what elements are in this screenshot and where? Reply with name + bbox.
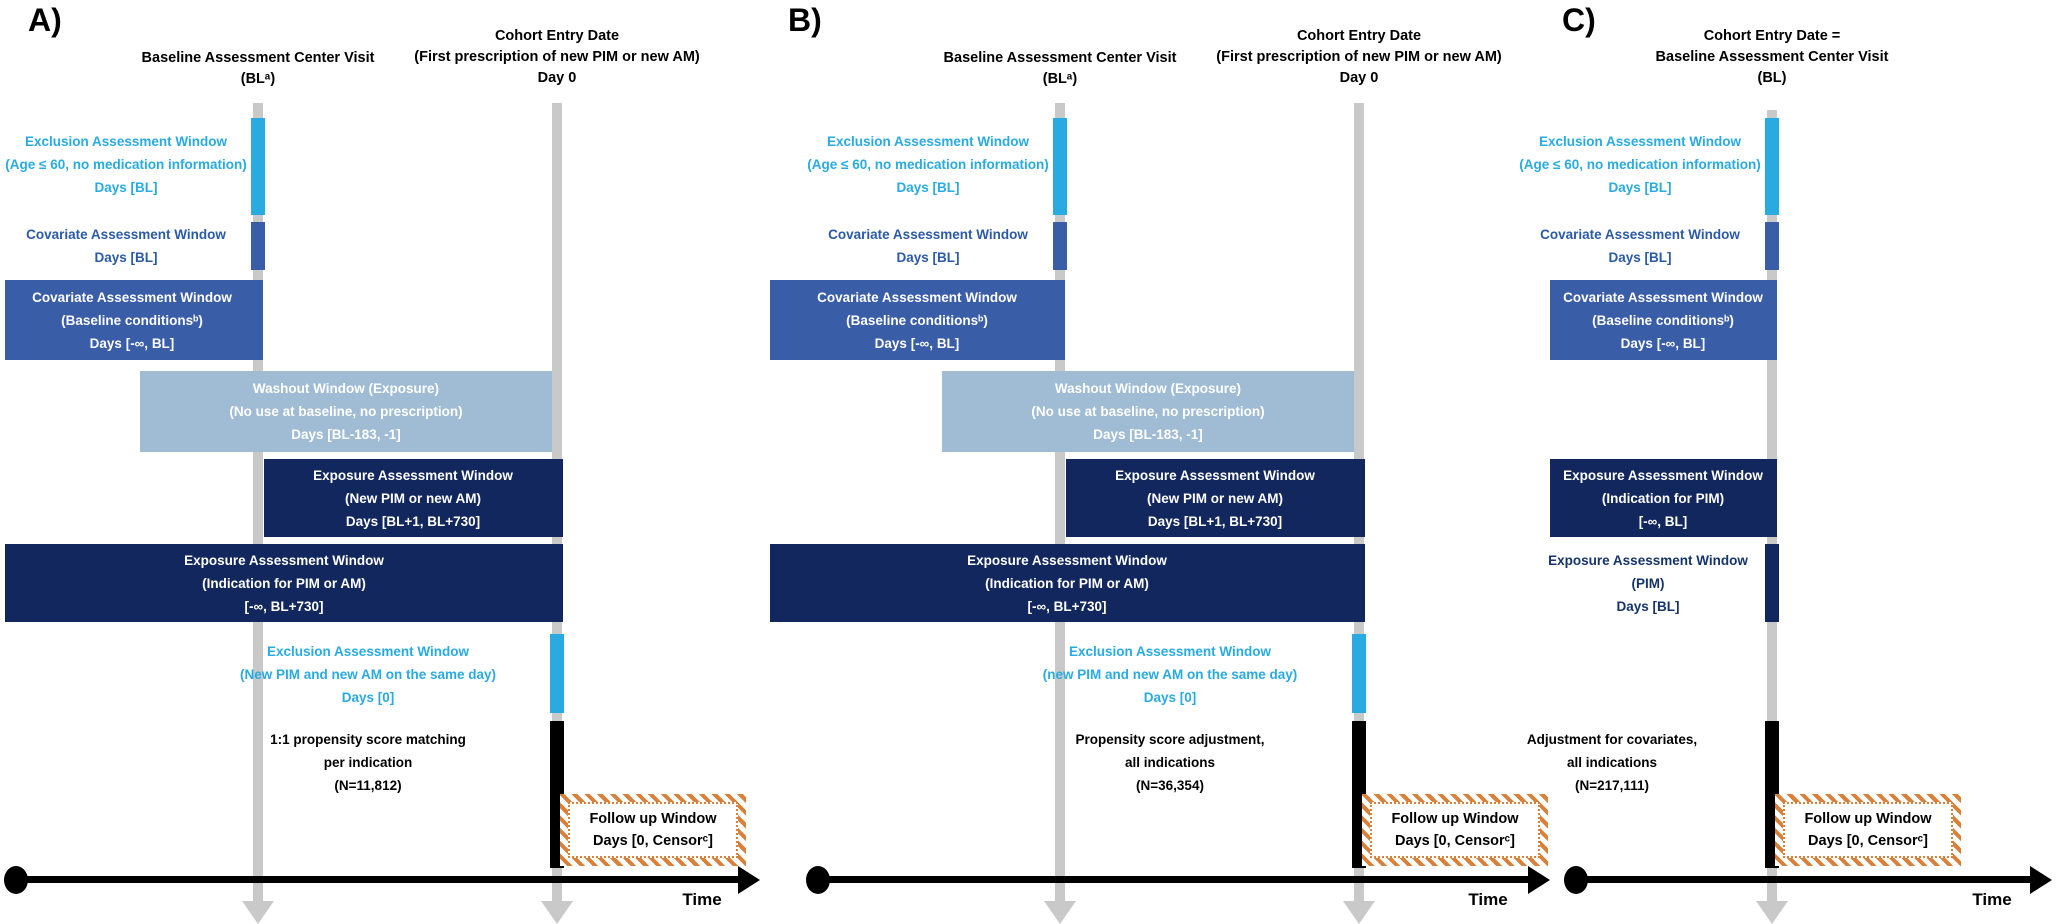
panel-c-exposure-indication-bar [1550, 459, 1777, 537]
panel-a-exposure-indication-label: Exposure Assessment Window (Indication f… [184, 553, 384, 614]
panel-b-exclusion-bl-label: Exclusion Assessment Window (Age ≤ 60, n… [807, 134, 1049, 195]
panel-a-timeline-arrowhead [738, 866, 760, 894]
panel-a-exposure-new-label: Exposure Assessment Window (New PIM or n… [313, 468, 513, 529]
panel-a-exclusion-day0-bar [550, 634, 564, 713]
panel-b-cohort-entry-header: Cohort Entry Date (First prescription of… [1216, 28, 1502, 86]
panel-a-baseline-line [253, 103, 263, 903]
panel-c-timeline [1574, 876, 2032, 883]
panel-a-day0-line-arrow [541, 901, 573, 924]
panel-a-followup-box: Follow up Window Days [0, Censorᶜ] [560, 794, 746, 866]
panel-a-exposure-indication-bar [5, 544, 563, 622]
panel-c-exclusion-bl-label: Exclusion Assessment Window (Age ≤ 60, n… [1519, 134, 1761, 195]
panel-c-time-label: Time [1972, 890, 2012, 909]
panel-a-washout-bar [140, 371, 552, 452]
panel-a-exclusion-bl-label: Exclusion Assessment Window (Age ≤ 60, n… [5, 134, 247, 195]
panel-c-label: C) [1562, 2, 1596, 38]
panel-a-covariate-bl-bar [251, 222, 265, 270]
panel-b-covariate-bl-label: Covariate Assessment Window Days [BL] [828, 227, 1028, 265]
panel-a-covariate-baseline-label: Covariate Assessment Window (Baseline co… [32, 290, 232, 351]
panel-b-exclusion-bl-bar [1053, 118, 1067, 215]
panel-c-exposure-indication-label: Exposure Assessment Window (Indication f… [1563, 468, 1763, 529]
panel-b-time-label: Time [1468, 890, 1508, 909]
panel-a-exclusion-day0-label: Exclusion Assessment Window (New PIM and… [239, 644, 497, 705]
panel-b-exposure-indication-bar [770, 544, 1365, 622]
panel-b-covariate-baseline-bar [770, 280, 1065, 360]
panel-c-exposure-pim-label: Exposure Assessment Window (PIM) Days [B… [1548, 553, 1748, 614]
panel-c-followup-label: Follow up Window Days [0, Censorᶜ] [1783, 802, 1953, 858]
panel-c-followup-box: Follow up Window Days [0, Censorᶜ] [1775, 794, 1961, 866]
panel-a-exposure-new-bar [264, 459, 563, 537]
panel-a-followup-label: Follow up Window Days [0, Censorᶜ] [568, 802, 738, 858]
panel-c-covariate-baseline-bar [1550, 280, 1777, 360]
panel-b-baseline-line-arrow [1044, 901, 1076, 924]
panel-b-day0-line-arrow [1343, 901, 1375, 924]
panel-c-covariate-baseline-label: Covariate Assessment Window (Baseline co… [1563, 290, 1763, 351]
panel-b-label: B) [788, 2, 822, 38]
panel-b-exposure-new-bar [1066, 459, 1365, 537]
panel-c-covariate-bl-label: Covariate Assessment Window Days [BL] [1540, 227, 1740, 265]
panel-a-baseline-line-arrow [242, 901, 274, 924]
panel-a-exclusion-bl-bar [251, 118, 265, 215]
panel-b-baseline-visit-header: Baseline Assessment Center Visit (BLᵃ) [943, 50, 1177, 87]
panel-b-timeline-arrowhead [1528, 866, 1550, 894]
panel-b-exposure-indication-label: Exposure Assessment Window (Indication f… [967, 553, 1167, 614]
panel-b-followup-box: Follow up Window Days [0, Censorᶜ] [1362, 794, 1548, 866]
panel-b-covariate-baseline-label: Covariate Assessment Window (Baseline co… [817, 290, 1017, 351]
panel-b-exposure-new-label: Exposure Assessment Window (New PIM or n… [1115, 468, 1315, 529]
panel-a-covariate-baseline-bar [5, 280, 263, 360]
panel-b-covariate-bl-bar [1053, 222, 1067, 270]
panel-c-cohort-entry-header: Cohort Entry Date = Baseline Assessment … [1655, 28, 1889, 86]
panel-c-exposure-pim-bar [1765, 544, 1779, 622]
panel-a-timeline [14, 876, 740, 883]
panel-a-baseline-visit-header: Baseline Assessment Center Visit (BLᵃ) [141, 50, 375, 87]
panel-a-time-label: Time [682, 890, 722, 909]
panel-c-baseline-line-arrow [1756, 901, 1788, 924]
panel-a-analysis-label: 1:1 propensity score matching per indica… [270, 732, 466, 793]
panel-c-timeline-arrowhead [2030, 866, 2052, 894]
panel-c-exclusion-bl-bar [1765, 118, 1779, 215]
panel-b-exclusion-day0-bar [1352, 634, 1366, 713]
panel-a-cohort-entry-header: Cohort Entry Date (First prescription of… [414, 28, 700, 86]
panel-b-baseline-line [1055, 103, 1065, 903]
panel-a-covariate-bl-label: Covariate Assessment Window Days [BL] [26, 227, 226, 265]
panel-a-washout-label: Washout Window (Exposure) (No use at bas… [229, 381, 463, 442]
panel-b-washout-bar [942, 371, 1354, 452]
panel-b-followup-label: Follow up Window Days [0, Censorᶜ] [1370, 802, 1540, 858]
panel-c-covariate-bl-bar [1765, 222, 1779, 270]
panel-b-analysis-label: Propensity score adjustment, all indicat… [1075, 732, 1265, 793]
panel-b-washout-label: Washout Window (Exposure) (No use at bas… [1031, 381, 1265, 442]
panel-b-exclusion-day0-label: Exclusion Assessment Window (new PIM and… [1042, 644, 1298, 705]
panel-c-analysis-label: Adjustment for covariates, all indicatio… [1526, 732, 1698, 793]
panel-a-label: A) [28, 2, 62, 38]
panel-b-timeline [816, 876, 1530, 883]
